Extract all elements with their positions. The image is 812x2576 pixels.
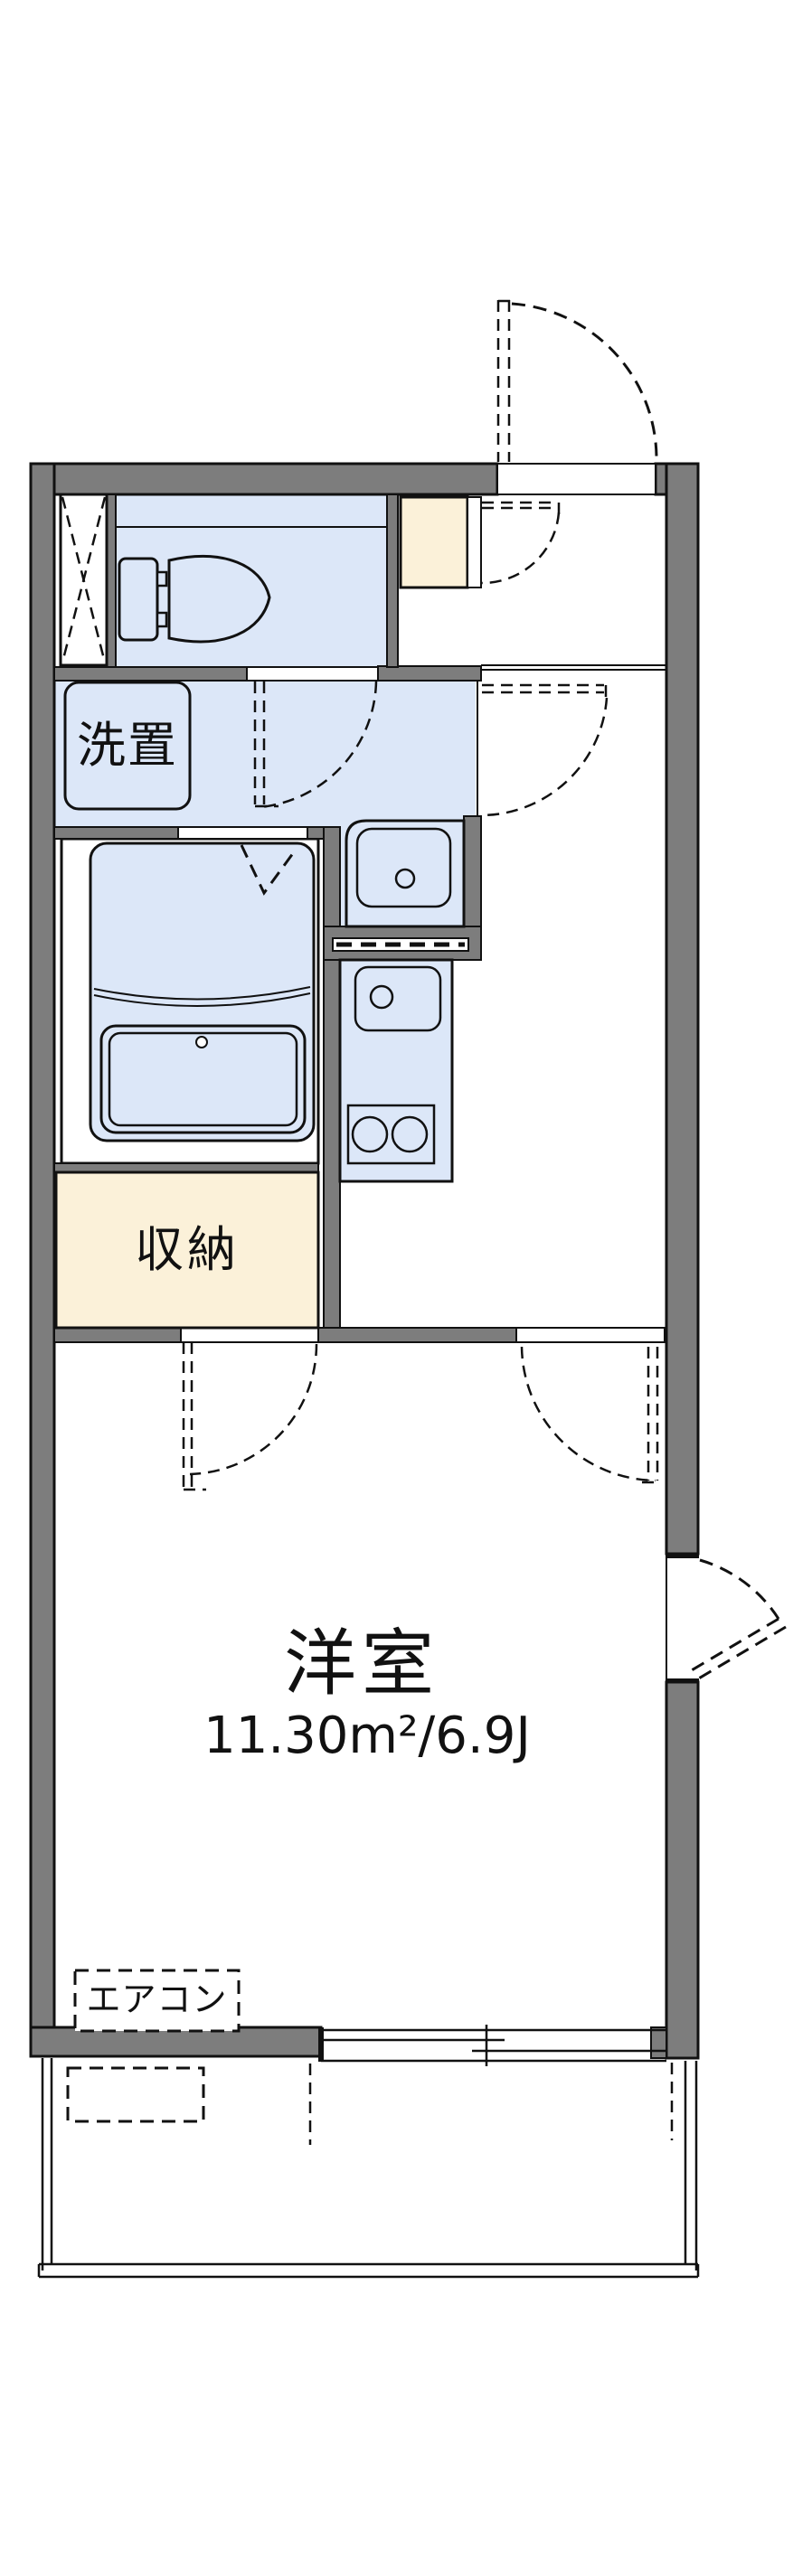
balcony-window-left-jamb	[318, 2027, 324, 2062]
wall-basin-stub	[463, 815, 482, 927]
shoe-cabinet-counter	[467, 496, 482, 588]
side-window-cap-top	[666, 1554, 699, 1558]
toilet-tank-icon	[118, 557, 159, 642]
balcony	[37, 2058, 700, 2279]
wall-top-left	[29, 462, 499, 496]
wall-window-jamb	[650, 2026, 667, 2059]
bathtub-inner	[108, 1031, 298, 1127]
kitchen-faucet-icon	[369, 984, 394, 1010]
side-window-opening	[666, 1557, 698, 1678]
stove-burner-right	[391, 1115, 429, 1153]
bathroom-folding-door-icon	[240, 844, 297, 896]
wall-toilet-east	[386, 494, 399, 668]
pipe-shaft	[59, 493, 109, 667]
entrance-area	[399, 299, 658, 589]
casement-window-swing-icon	[689, 1558, 787, 1681]
storage-closet-box	[54, 1170, 320, 1330]
toilet-bowl-icon	[167, 555, 271, 644]
outdoor-unit-space	[66, 2066, 205, 2123]
side-window-cap-bottom	[666, 1678, 699, 1683]
wall-room-north-left	[53, 1327, 182, 1343]
stove-burner-left	[351, 1115, 389, 1153]
bathtub-icon	[99, 1024, 307, 1134]
toilet-hinge-bottom	[156, 611, 168, 628]
toilet-door-swing-icon	[253, 681, 378, 809]
balcony-rail-bottom	[37, 2262, 700, 2279]
wall-mid-vertical	[323, 826, 341, 1343]
bath-drain-line	[93, 986, 311, 1001]
bathroom-door-opening	[177, 826, 308, 840]
wall-toilet-south	[53, 666, 248, 682]
entrance-door-swing-icon	[496, 299, 658, 462]
wall-bath-north-left	[53, 826, 179, 840]
balcony-rail-right	[684, 2061, 698, 2270]
bathroom	[60, 837, 320, 1165]
room-area-label: 11.30m²/6.9J	[203, 1706, 531, 1765]
kitchen-sink-icon	[354, 965, 442, 1032]
wall-entry-corner	[377, 665, 482, 682]
washroom-door-swing-icon	[482, 683, 609, 817]
wall-room-north-right	[317, 1327, 517, 1343]
walls	[29, 462, 700, 2062]
toilet-door-opening	[246, 666, 379, 682]
pipe-shaft-x2	[61, 496, 107, 663]
washbasin-faucet-icon	[394, 868, 416, 889]
balcony-rail-left	[41, 2058, 53, 2270]
washer-space-box	[63, 681, 192, 811]
bath-drain-line2	[93, 992, 311, 1007]
toilet-hinge-top	[156, 570, 168, 588]
aircon-box	[73, 1969, 241, 2033]
room-name-label: 洋室	[284, 1622, 439, 1706]
kitchen-counter	[338, 958, 454, 1183]
wall-right-lower	[665, 1680, 700, 2060]
wall-right-upper	[665, 462, 700, 1556]
washbasin	[345, 819, 466, 928]
room-door-opening	[515, 1327, 666, 1343]
kitchen	[338, 958, 454, 1183]
balcony-sliding-window	[321, 2025, 666, 2066]
washer-space-label: 洗置	[77, 717, 178, 774]
aircon-label: エアコン	[86, 1979, 228, 2019]
washbasin-counter	[345, 819, 466, 928]
room-door-swing-icon	[520, 1346, 659, 1484]
bathtub-faucet-icon	[195, 1036, 208, 1048]
toilet-fixtures	[116, 526, 387, 644]
wall-left	[29, 462, 56, 2058]
shoe-cabinet	[399, 495, 469, 589]
washbasin-bowl-icon	[355, 827, 452, 908]
stove-icon	[346, 1104, 436, 1165]
shoe-cabinet-door-swing-icon	[481, 501, 561, 585]
storage-label: 収納	[135, 1221, 240, 1278]
storage-side-door-opening	[180, 1327, 319, 1343]
storage-side-door-swing-icon	[182, 1342, 318, 1491]
entrance-opening	[496, 463, 656, 495]
